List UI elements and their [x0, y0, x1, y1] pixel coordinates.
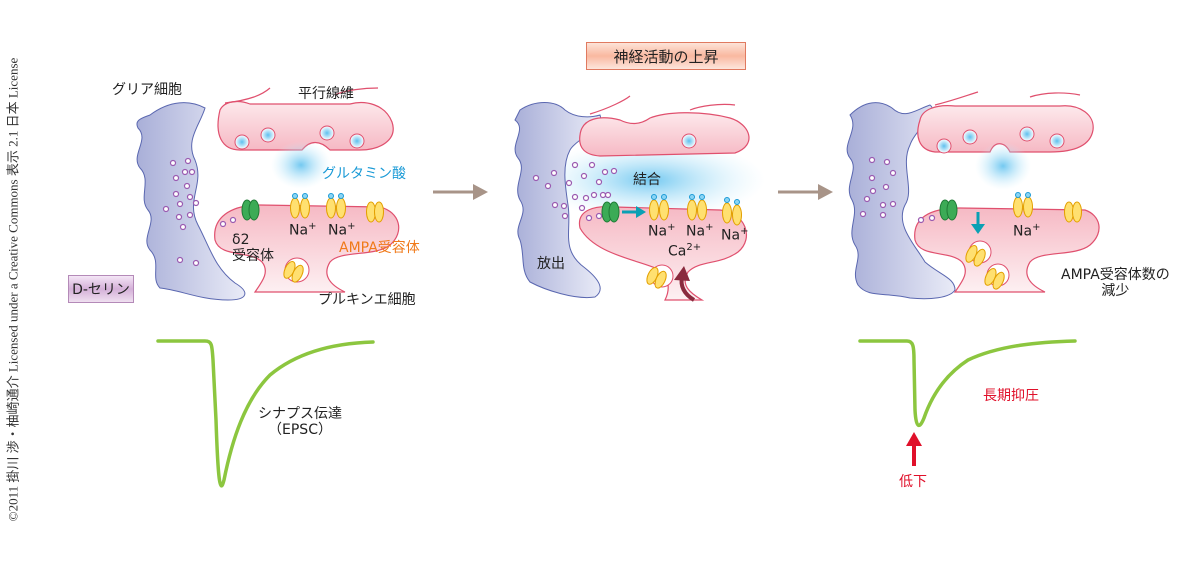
glial-cell — [514, 102, 601, 299]
purkinje-spine — [914, 207, 1100, 293]
epsc-label-line1: シナプス伝達 — [258, 406, 342, 422]
internalized-ampa-receptor — [984, 268, 1005, 290]
presynaptic-terminal — [579, 112, 750, 157]
teal-arrow-down — [971, 212, 985, 234]
presynaptic-outline-top — [224, 87, 379, 104]
ampa-receptor — [687, 194, 707, 221]
glutamate-cloud — [535, 140, 765, 220]
calcium-influx-arrowhead — [674, 266, 690, 281]
ca-charge: 2+ — [686, 242, 702, 253]
sodium-ion-label: Na+ — [1013, 222, 1040, 240]
sodium-ion-label: Na+ — [721, 226, 748, 244]
synaptic-vesicle — [234, 134, 250, 150]
panel-baseline — [136, 87, 400, 301]
na-charge: + — [667, 222, 676, 233]
ampa-receptor — [649, 194, 669, 221]
ampa-receptor-label: AMPA受容体 — [339, 240, 420, 256]
internalized-ampa-receptor — [283, 261, 304, 283]
synaptic-vesicle — [319, 125, 335, 141]
ampa-receptor — [290, 193, 310, 219]
d-serine-dots — [162, 157, 237, 267]
decrease-arrow-up — [906, 432, 922, 466]
ampa-decrease-line2: 減少 — [1101, 283, 1130, 300]
synaptic-vesicle — [1049, 133, 1065, 149]
delta2-label-line1: δ2 — [232, 232, 250, 248]
d-serine-label-box: D-セリン — [68, 275, 134, 303]
panel-ltd — [846, 91, 1100, 300]
synaptic-vesicle — [1019, 126, 1035, 142]
ampa-receptor — [366, 201, 384, 223]
glutamate-label: グルタミン酸 — [322, 166, 406, 182]
presynaptic-terminal — [917, 105, 1094, 153]
epsc-label-line2: （EPSC） — [268, 422, 332, 439]
parallel-fiber-label: 平行線維 — [298, 86, 354, 102]
synaptic-transmission-label: シナプス伝達（EPSC） — [258, 406, 342, 438]
glial-cell — [136, 102, 246, 301]
d-serine-dots — [532, 161, 618, 222]
progression-arrow — [778, 184, 833, 200]
na-charge: + — [308, 221, 317, 232]
decrease-label: 低下 — [899, 474, 927, 490]
sodium-ion-label: Na+ — [648, 222, 675, 240]
d-serine-dots — [859, 156, 936, 224]
ampa-receptor — [1013, 192, 1033, 218]
internalized-ampa-receptor — [646, 267, 667, 289]
purkinje-spine — [214, 204, 400, 293]
release-label: 放出 — [537, 256, 565, 272]
synaptic-vesicle — [349, 133, 365, 149]
synaptic-vesicle — [962, 129, 978, 145]
sodium-ion-label: Na+ — [328, 221, 355, 239]
delta2-label-line2: 受容体 — [232, 248, 274, 265]
purkinje-cell-label: プルキンエ細胞 — [318, 292, 416, 308]
ampa-receptor — [722, 197, 742, 226]
ampa-receptor — [1064, 201, 1082, 223]
ca-text: Ca — [668, 243, 687, 260]
ampa-receptor — [326, 193, 346, 219]
glutamate-cloud — [975, 142, 1031, 190]
na-text: Na — [289, 222, 309, 239]
sodium-ion-label: Na+ — [289, 221, 316, 239]
na-text: Na — [328, 222, 348, 239]
na-charge: + — [347, 221, 356, 232]
presynaptic-outline-top — [934, 91, 1081, 106]
na-text: Na — [686, 223, 706, 240]
epsc-trace-ltd — [858, 339, 1077, 427]
delta2-receptor — [601, 201, 620, 223]
na-charge: + — [1032, 222, 1041, 233]
na-charge: + — [740, 226, 749, 237]
calcium-ion-label: Ca2+ — [668, 242, 701, 260]
ampa-decrease-line1: AMPA受容体数の — [1061, 267, 1170, 283]
na-charge: + — [705, 222, 714, 233]
delta2-receptor — [241, 199, 260, 221]
sodium-ion-label: Na+ — [686, 222, 713, 240]
binding-label: 結合 — [633, 172, 661, 188]
presynaptic-outline-top — [589, 95, 736, 115]
na-text: Na — [721, 227, 741, 244]
na-text: Na — [648, 223, 668, 240]
synaptic-vesicle — [260, 127, 276, 143]
panel-activity — [514, 95, 765, 302]
glial-cell-label: グリア細胞 — [112, 82, 182, 98]
glutamate-cloud — [271, 141, 331, 189]
teal-arrow-right — [622, 206, 646, 218]
delta2-receptor — [939, 199, 958, 221]
synaptic-vesicle — [936, 138, 952, 154]
na-text: Na — [1013, 223, 1033, 240]
ltd-label: 長期抑圧 — [983, 388, 1039, 404]
glial-cell — [846, 102, 956, 300]
neural-activity-banner: 神経活動の上昇 — [586, 42, 746, 70]
ampa-decrease-label: AMPA受容体数の減少 — [1061, 267, 1170, 299]
synaptic-vesicle — [681, 133, 697, 149]
epsc-trace-baseline — [156, 339, 375, 488]
progression-arrow — [433, 184, 488, 200]
internalized-ampa-receptor — [965, 245, 986, 267]
